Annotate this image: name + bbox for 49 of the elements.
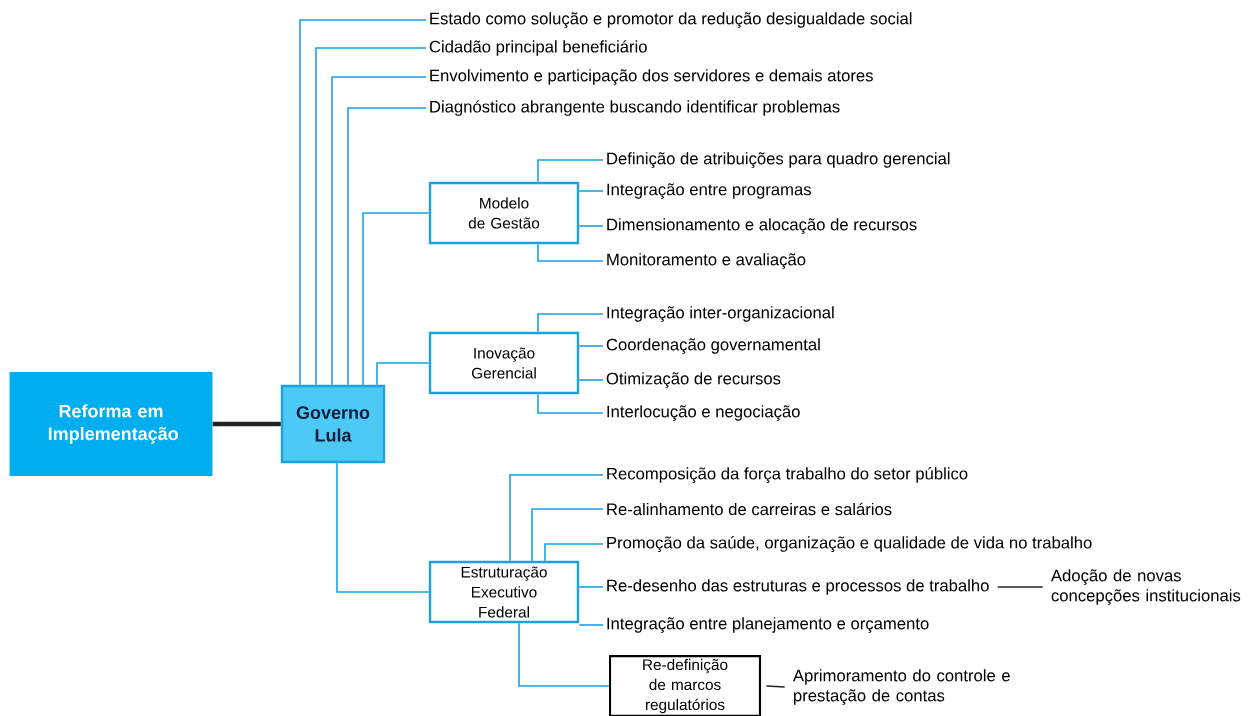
- connector-line: [336, 462, 430, 593]
- branch-text: Coordenação governamental: [606, 338, 820, 354]
- connector-line: [376, 362, 430, 386]
- category-box: Re-definição de marcos regulatórios: [608, 655, 762, 716]
- connector-line: [578, 345, 604, 347]
- connector-line: [578, 624, 604, 626]
- connector-line: [996, 586, 1044, 588]
- connector-line: [578, 225, 604, 227]
- branch-text: Re-alinhamento de carreiras e salários: [607, 502, 892, 516]
- branch-text: Aprimoramento do controle e prestação de contas: [793, 669, 1010, 705]
- connector-line: [765, 685, 786, 688]
- branch-text: Promoção da saúde, organização e qualidade de vida no trabalho: [607, 536, 1092, 552]
- category-box: Modelo de Gestão: [428, 181, 580, 245]
- connector-line: [331, 76, 427, 386]
- branch-text: Estado como solução e promotor da redução desigualdade social: [430, 12, 912, 28]
- connector-line: [544, 543, 604, 562]
- connector-line: [578, 379, 604, 381]
- branch-text: Dimensionamento e alocação de recursos: [607, 218, 917, 234]
- connector-line: [578, 586, 604, 588]
- connector-line: [212, 421, 281, 427]
- branch-text: Envolvimento e participação dos servidores e demais atores: [430, 69, 873, 85]
- branch-text: Integração entre planejamento e orçamento: [607, 617, 929, 633]
- connector-line: [537, 243, 604, 262]
- connector-line: [347, 107, 427, 386]
- connector-line: [537, 393, 604, 414]
- branch-text: Integração inter-organizacional: [607, 306, 834, 322]
- root-box: Reforma em Implementação: [9, 372, 213, 476]
- category-box: Inovação Gerencial: [428, 331, 580, 395]
- connector-line: [362, 212, 430, 386]
- connector-line: [578, 190, 604, 192]
- branch-text: Integração entre programas: [607, 183, 811, 199]
- connector-line: [299, 19, 427, 386]
- connector-line: [315, 47, 427, 386]
- connector-line: [531, 508, 604, 562]
- connector-line: [537, 313, 604, 333]
- connector-line: [509, 474, 604, 562]
- branch-text: Otimização de recursos: [606, 372, 781, 388]
- branch-text: Re-desenho das estruturas e processos de trabalho: [607, 579, 989, 595]
- branch-text: Adoção de novas concepções institucionais: [1051, 569, 1241, 605]
- branch-text: Monitoramento e avaliação: [607, 253, 806, 269]
- branch-text: Interlocução e negociação: [607, 405, 800, 421]
- category-box: Estruturação Executivo Federal: [428, 560, 580, 624]
- branch-text: Recomposição da força trabalho do setor público: [607, 467, 968, 483]
- branch-text: Diagnóstico abrangente buscando identificar problemas: [430, 100, 840, 116]
- branch-text: Cidadão principal beneficiário: [429, 40, 647, 56]
- connector-line: [537, 159, 604, 183]
- connector-line: [518, 622, 610, 687]
- branch-text: Definição de atribuições para quadro gerencial: [607, 152, 950, 168]
- central-box: Governo Lula: [280, 384, 386, 464]
